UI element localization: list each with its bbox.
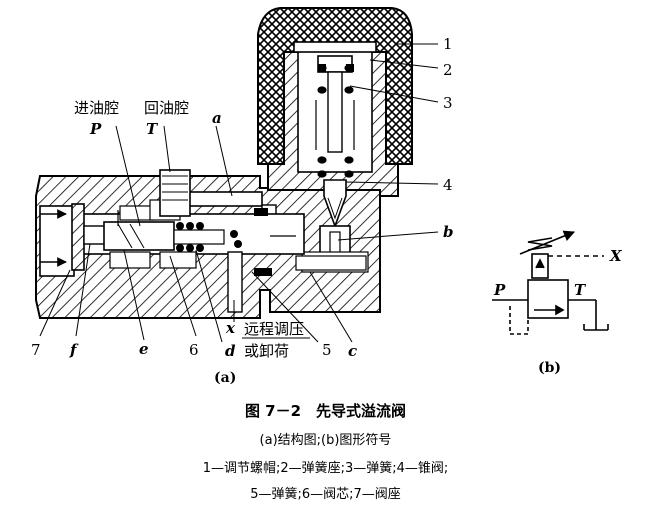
label-5: 5: [322, 341, 332, 359]
remote-label-line1: 远程调压: [244, 320, 304, 338]
symbol-diagram: [492, 230, 609, 335]
label-a: a: [212, 109, 222, 127]
subfigure-b-label: (b): [538, 360, 561, 376]
label-d: d: [225, 342, 236, 360]
label-7: 7: [31, 341, 41, 359]
inlet-arrows: [40, 209, 67, 267]
main-spool: [103, 221, 225, 251]
pilot-cavity: [293, 41, 377, 178]
figure-caption-line2: 1—调节螺帽;2—弹簧座;3—弹簧;4—锥阀;: [202, 461, 449, 476]
leader-lines: [39, 43, 439, 343]
pilot-poppet: [323, 179, 347, 229]
inlet-cavity-label: 进油腔: [74, 99, 119, 117]
figure-caption-title: 图 7－2 先导式溢流阀: [244, 402, 407, 420]
subfigure-a-label: (a): [214, 370, 236, 386]
label-c: c: [348, 342, 357, 360]
label-f: f: [69, 341, 79, 359]
label-2: 2: [443, 61, 453, 79]
port-p-label: P: [89, 120, 102, 138]
label-3: 3: [443, 94, 453, 112]
symbol-t-label: T: [574, 281, 587, 299]
seals: [254, 64, 354, 276]
figure-caption-line1: (a)结构图;(b)图形符号: [259, 433, 392, 448]
label-b: b: [443, 223, 454, 241]
passage-a: [185, 191, 277, 216]
label-6: 6: [189, 341, 199, 359]
label-1: 1: [443, 35, 453, 53]
label-4: 4: [443, 176, 453, 194]
flow-arrows: [117, 210, 296, 237]
main-spring: [176, 222, 242, 252]
label-x: x: [225, 319, 236, 337]
return-port: [159, 169, 191, 217]
symbol-p-label: P: [493, 281, 506, 299]
remote-label-line2: 或卸荷: [244, 342, 289, 360]
return-cavity-label: 回油腔: [144, 99, 189, 117]
symbol-x-label: X: [609, 247, 623, 265]
port-t-label: T: [146, 120, 159, 138]
label-e: e: [139, 340, 149, 358]
figure-caption-line3: 5—弹簧;6—阀芯;7—阀座: [250, 487, 401, 502]
